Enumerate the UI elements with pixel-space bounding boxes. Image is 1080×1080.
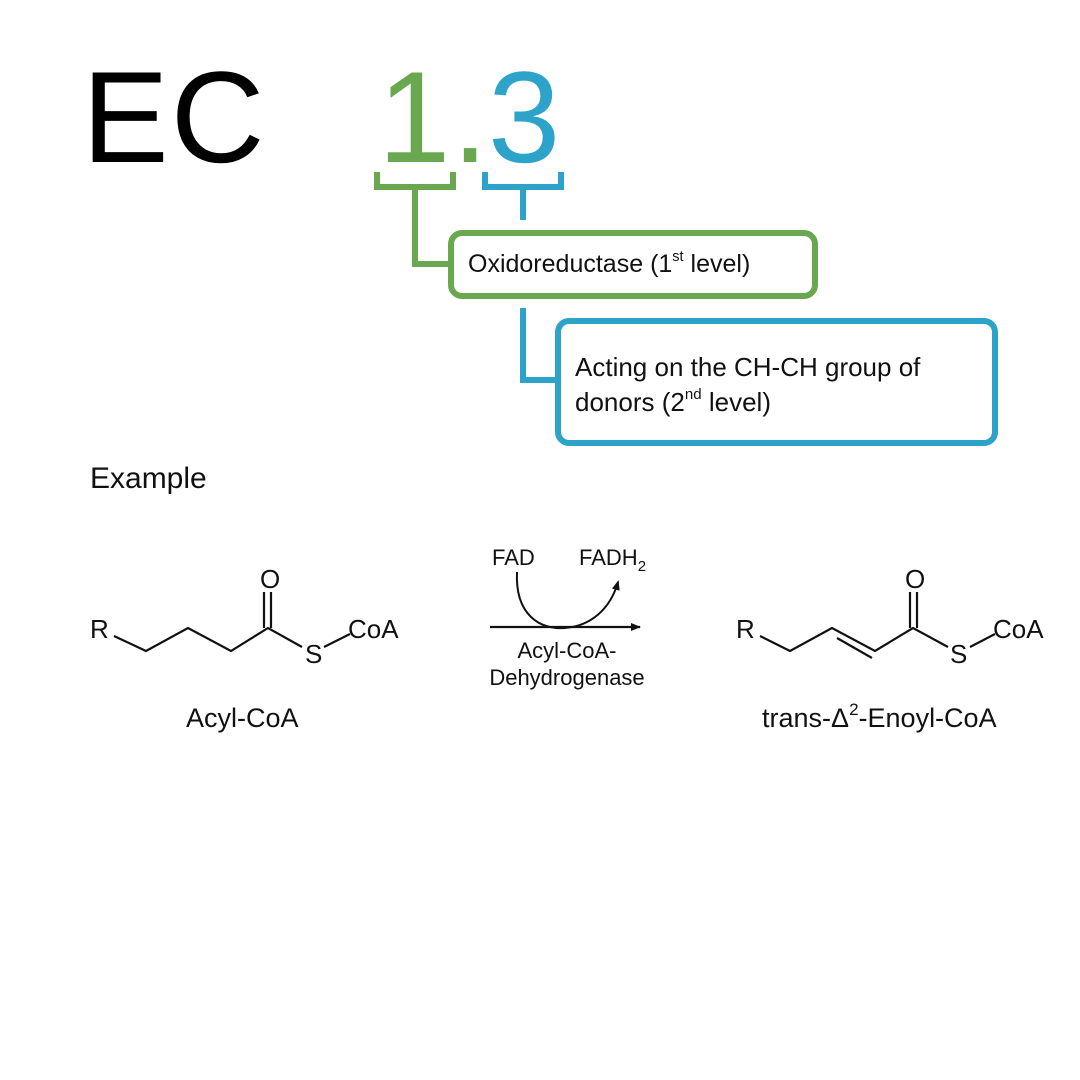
enzyme-name-line2: Dehydrogenase <box>489 665 644 690</box>
cofactor-fad: FAD <box>492 545 535 570</box>
ec-subclass-number: 3 <box>488 44 561 190</box>
reaction-scheme: R O S CoA Acyl-CoA FAD FADH2 Acyl-CoA- D… <box>90 545 1044 733</box>
level1-open: (1 <box>650 250 673 278</box>
subclass-connector-lower <box>520 308 558 383</box>
substrate-chain <box>113 626 303 653</box>
product-s-bond <box>969 633 996 648</box>
class-connector <box>412 187 450 267</box>
substrate-s-label: S <box>305 639 322 669</box>
level1-box: Oxidoreductase (1st level) <box>448 230 818 299</box>
level2-line1: Acting on the CH-CH group of <box>575 352 921 382</box>
product-r-label: R <box>736 614 755 644</box>
level2-line2-pre: donors (2 <box>575 387 685 417</box>
cofactor-fadh2-main: FADH <box>579 545 638 570</box>
substrate-r-label: R <box>90 614 109 644</box>
substrate-coa-label: CoA <box>348 614 399 644</box>
bracket-connectors <box>374 172 564 383</box>
product-o-label: O <box>905 564 925 594</box>
level1-sup: st <box>672 248 684 265</box>
ec-prefix: EC <box>82 44 267 190</box>
product-name: trans-Δ2-Enoyl-CoA <box>762 700 997 733</box>
level1-close: level) <box>683 250 751 278</box>
class-bracket <box>374 172 456 190</box>
substrate-name: Acyl-CoA <box>186 703 299 733</box>
enzyme-name-line1: Acyl-CoA- <box>517 638 616 663</box>
cofactor-fadh2: FADH2 <box>579 545 646 575</box>
example-label: Example <box>90 462 207 495</box>
level2-line2-post: level) <box>701 387 771 417</box>
product-name-sup: 2 <box>849 700 858 719</box>
product-name-post: -Enoyl-CoA <box>859 703 997 733</box>
substrate-molecule <box>113 592 351 653</box>
substrate-s-bond <box>323 633 351 648</box>
level2-sup: nd <box>684 386 702 404</box>
product-chain <box>759 626 949 653</box>
ec-dot: . <box>452 44 489 190</box>
ec-class-number: 1 <box>378 44 451 190</box>
product-double-bond <box>836 637 873 659</box>
product-s-label: S <box>950 639 967 669</box>
cofactor-curve <box>515 571 620 630</box>
substrate-o-label: O <box>260 564 280 594</box>
product-molecule <box>759 592 996 659</box>
level2-line2: donors (2nd level) <box>575 385 982 420</box>
level1-name: Oxidoreductase <box>468 250 644 278</box>
product-coa-label: CoA <box>993 614 1044 644</box>
cofactor-fadh2-sub: 2 <box>638 558 646 575</box>
subclass-bracket <box>482 172 564 190</box>
product-name-pre: trans-Δ <box>762 703 849 733</box>
level2-box: Acting on the CH-CH group of donors (2nd… <box>555 318 998 446</box>
